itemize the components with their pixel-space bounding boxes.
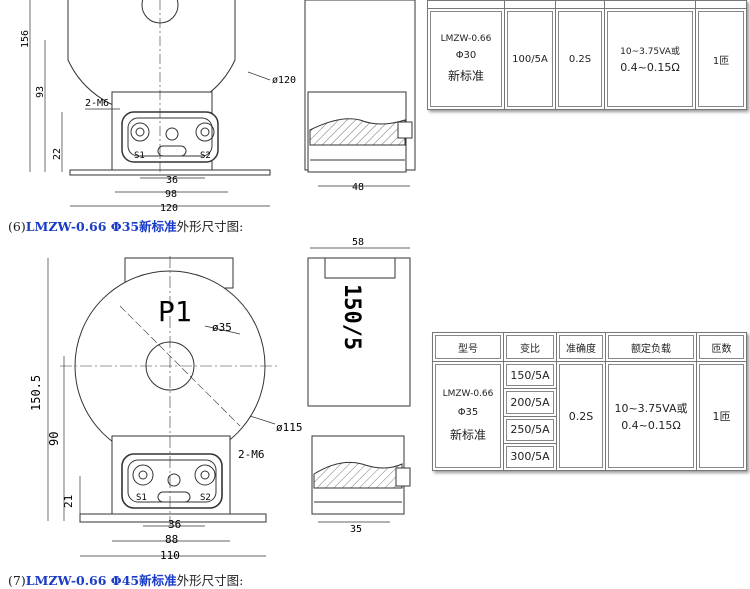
top-header-cell [555,0,605,9]
section7-title: (7)LMZW-0.66 Φ45新标准外形尺寸图: [8,570,243,589]
top-burden-line2: 0.4~0.15Ω [620,61,680,74]
top-terminal-s1: S1 [134,151,145,161]
drawing6: P1 150.5 90 21 ø35 ø115 2-M6 S1 S2 36 88… [29,237,411,562]
top-drawing: 156 93 22 ø120 2-M6 S1 S2 36 98 120 48 [20,0,416,212]
drawing6-front-view [60,256,280,526]
top-model-line3: 新标准 [447,69,484,83]
table6-model-cell: LMZW-0.66 Φ35 新标准 [432,361,504,471]
top-model-cell: LMZW-0.66 Φ30 新标准 [427,8,505,110]
drawing6-dim-88: 88 [165,533,178,546]
table6-model-line1: LMZW-0.66 [442,389,494,400]
top-turns: 1匝 [712,55,730,67]
table6: 型号 变比 准确度 额定负载 匝数 LMZW-0.66 Φ35 新标准 150/… [432,331,747,472]
section6-title: (6)LMZW-0.66 Φ35新标准外形尺寸图: [8,216,243,235]
drawing6-side-view [307,257,411,515]
top-header-cell [604,0,696,9]
table6-header-model: 型号 [432,331,504,363]
table6-model-line3: 新标准 [449,428,486,443]
top-dim-22: 22 [52,148,63,160]
drawing6-dim-150-5: 150.5 [29,375,43,411]
table6-ratio-cell: 200/5A [503,388,557,417]
top-header-cell [695,0,747,9]
table6-burden-cell: 10~3.75VA或 0.4~0.15Ω [605,361,697,471]
drawing6-terminal-s1: S1 [136,493,147,503]
top-burden-cell: 10~3.75VA或 0.4~0.15Ω [604,8,696,110]
table6-header-turns: 匝数 [696,331,747,363]
drawing6-dim-36: 36 [168,518,181,531]
drawing6-marking: P1 [158,295,192,328]
section6-suffix: 外形尺寸图: [176,219,244,234]
drawing6-dim-d35: ø35 [212,321,232,334]
table6-header-ratio: 变比 [503,331,557,363]
section6-model: LMZW-0.66 Φ35新标准 [25,219,177,234]
top-header-cell [504,0,556,9]
top-dim-120: 120 [160,203,178,212]
drawing6-dim-35: 35 [350,524,362,535]
table6-model-line2: Φ35 [457,407,479,419]
top-front-view [67,0,271,176]
table6-burden-line1: 10~3.75VA或 [614,402,688,416]
top-dim-36: 36 [166,175,178,186]
top-dim-48: 48 [352,182,364,193]
drawing6-dim-d115: ø115 [276,421,303,434]
top-ratio: 100/5A [512,53,548,65]
top-dim-93: 93 [35,86,46,98]
drawing6-dim-110: 110 [160,549,180,562]
drawing6-dim-90: 90 [47,432,61,446]
top-accuracy-cell: 0.2S [555,8,605,110]
table6-accuracy-cell: 0.2S [556,361,606,471]
table6-ratio-cell: 250/5A [503,415,557,444]
drawing6-terminal-s2: S2 [200,493,211,503]
top-header-cell [427,0,505,9]
top-dim-98: 98 [165,189,177,200]
section7-model: LMZW-0.66 Φ45新标准 [25,573,177,588]
section6-number: (6) [8,219,26,234]
top-ratio-cell: 100/5A [504,8,556,110]
top-accuracy: 0.2S [568,53,592,65]
top-dim-d120: ø120 [272,75,296,86]
top-model-line1: LMZW-0.66 [440,34,492,44]
top-spec-table: LMZW-0.66 Φ30 新标准 100/5A 0.2S 10~3.75VA或… [427,0,747,110]
table6-header-burden: 额定负载 [605,331,697,363]
top-turns-cell: 1匝 [695,8,747,110]
top-terminal-s2: S2 [200,151,211,161]
table6-ratio-cell: 300/5A [503,442,557,472]
top-burden-line1: 10~3.75VA或 [620,47,680,57]
drawing6-dim-21: 21 [62,495,75,508]
drawing6-dim-m6: 2-M6 [238,448,265,461]
table6-header-accuracy: 准确度 [556,331,606,363]
section7-number: (7) [8,573,26,588]
top-side-view [304,0,416,173]
section7-suffix: 外形尺寸图: [176,573,244,588]
table6-burden-line2: 0.4~0.15Ω [621,419,681,433]
top-model-line2: Φ30 [455,50,477,61]
top-dim-m6: 2-M6 [85,98,109,109]
top-dim-156: 156 [20,30,31,48]
table6-ratio-cell: 150/5A [503,361,557,390]
drawing6-dim-58: 58 [352,237,364,248]
drawing6-side-label: 150/5 [339,284,364,350]
table6-turns-cell: 1匝 [696,361,747,471]
